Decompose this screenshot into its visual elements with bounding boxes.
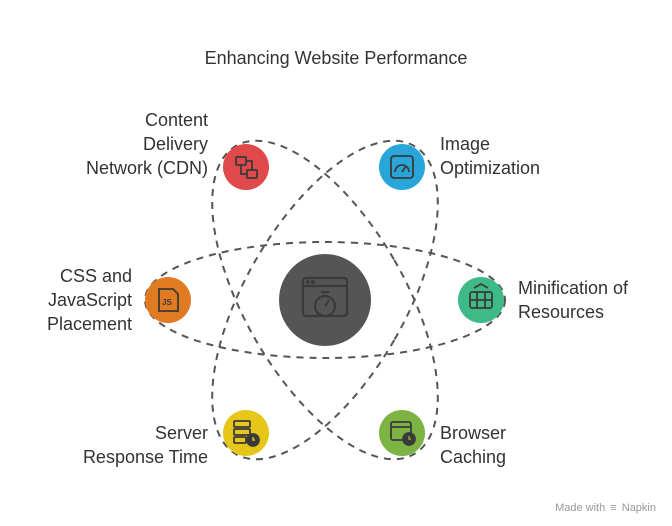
- node-minification: [458, 277, 504, 323]
- node-server-response: [223, 410, 269, 456]
- label-minification: Minification of Resources: [518, 278, 629, 322]
- server-clock-icon: [233, 420, 260, 447]
- label-cdn: Content Delivery Network (CDN): [85, 110, 208, 178]
- napkin-credit[interactable]: Made with ≡ Napkin: [555, 502, 656, 514]
- label-image-optimization: Image Optimization: [440, 134, 541, 178]
- credit-prefix: Made with: [555, 502, 606, 514]
- center-node: [279, 254, 371, 346]
- stopwatch-browser-icon: [301, 276, 349, 318]
- label-server-response: Server Response Time: [82, 423, 208, 467]
- node-cdn: [223, 144, 269, 190]
- gauge-icon: [390, 155, 414, 179]
- svg-text:JS: JS: [162, 298, 172, 307]
- orbit-horizontal: [144, 241, 506, 359]
- orbits: [144, 139, 506, 461]
- node-css-js: JS: [145, 277, 191, 323]
- orbit-diagonal-a: [211, 139, 439, 461]
- node-browser-caching: [379, 410, 425, 456]
- credit-brand: Napkin: [621, 502, 656, 514]
- network-icon: [235, 156, 258, 179]
- label-browser-caching: Browser Caching: [440, 423, 507, 467]
- label-css-js: CSS and JavaScript Placement: [46, 266, 132, 334]
- node-image-optimization: [379, 144, 425, 190]
- orbit-diagonal-b: [211, 139, 439, 461]
- compress-icon: [469, 282, 493, 309]
- napkin-logo-icon: ≡: [610, 502, 617, 514]
- browser-clock-icon: [390, 421, 416, 446]
- js-file-icon: JS: [158, 288, 179, 312]
- diagram-title: Enhancing Website Performance: [204, 48, 468, 68]
